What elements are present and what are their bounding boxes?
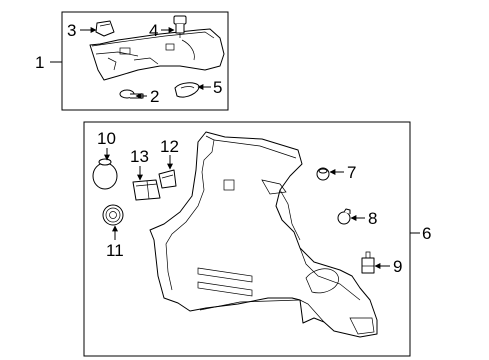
upper-trim-panel: [89, 28, 225, 81]
callout-1: 1: [35, 53, 44, 72]
lower-assembly-box: [83, 121, 411, 357]
cap-part-10: [92, 158, 118, 190]
bracket-part-13: [132, 179, 161, 201]
callout-10: 10: [97, 129, 116, 148]
callout-13: 13: [130, 147, 149, 166]
callout-2: 2: [150, 87, 159, 106]
callout-9: 9: [393, 257, 402, 276]
callout-12: 12: [160, 137, 179, 156]
callout-7: 7: [347, 163, 356, 182]
clip-part-7: [316, 167, 330, 181]
fastener-part-4: [173, 15, 187, 38]
push-pin-part-8: [337, 208, 351, 225]
screw-part-2: [119, 89, 144, 99]
callout-11: 11: [106, 241, 124, 260]
quarter-trim-panel: [149, 131, 378, 338]
callout-6: 6: [422, 224, 431, 243]
clip-part-3: [95, 20, 115, 37]
upper-assembly-box: [61, 11, 229, 111]
callout-3: 3: [67, 21, 76, 40]
callout-4: 4: [149, 21, 158, 40]
callout-8: 8: [368, 209, 377, 228]
cover-part-12: [158, 169, 177, 189]
cover-part-5: [174, 82, 200, 98]
retainer-part-9: [361, 251, 375, 274]
callout-5: 5: [213, 78, 222, 97]
grommet-part-11: [102, 204, 124, 226]
